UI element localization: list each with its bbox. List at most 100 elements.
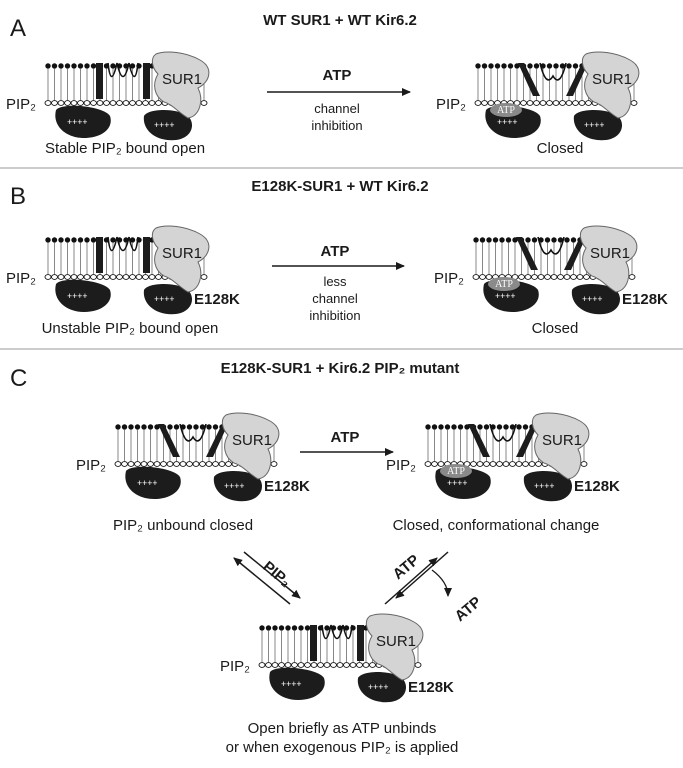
lipid-head-pip2 bbox=[476, 461, 484, 467]
lipid-head bbox=[531, 237, 538, 243]
lipid-head bbox=[128, 424, 134, 430]
lipid-head-pip2 bbox=[343, 662, 350, 668]
lipid-head bbox=[514, 63, 520, 69]
selectivity-loop bbox=[107, 236, 139, 252]
pore-helix-left bbox=[516, 237, 538, 270]
lipid-head-pip2 bbox=[64, 100, 71, 106]
panel-a-left-caption: Stable PIP₂ bound open bbox=[45, 140, 205, 157]
lipid-head-pip2 bbox=[479, 274, 486, 280]
pore-helix-right bbox=[206, 424, 228, 457]
panel-b-arrow-note-3: inhibition bbox=[309, 308, 360, 323]
lipid-head-pip2 bbox=[116, 100, 123, 106]
lipid-head-pip2 bbox=[496, 461, 503, 467]
e128k-label: E128K bbox=[264, 478, 310, 495]
panel-c-bottom-caption-2: or when exogenous PIP₂ is applied bbox=[226, 739, 459, 756]
lipid-head bbox=[522, 424, 529, 430]
positive-charges-left: ++++ bbox=[137, 478, 158, 488]
lipid-head-pip2 bbox=[51, 274, 58, 280]
lipid-head-pip2 bbox=[116, 274, 123, 280]
lipid-head-pip2 bbox=[483, 461, 490, 467]
panel-a-title: WT SUR1 + WT Kir6.2 bbox=[263, 12, 417, 29]
panel-c-arrow-to-unbound bbox=[233, 557, 291, 605]
lipid-head-pip2 bbox=[323, 662, 331, 668]
lipid-head-pip2 bbox=[129, 100, 136, 106]
lipid-head bbox=[199, 424, 206, 430]
positive-charges-right: ++++ bbox=[582, 294, 603, 304]
cytoplasmic-domain-right bbox=[357, 672, 406, 703]
panel-c-letter: C bbox=[10, 365, 27, 392]
lipid-head bbox=[492, 237, 499, 243]
lipid-head bbox=[444, 424, 451, 430]
lipid-head bbox=[533, 63, 540, 69]
lipid-head-pip2 bbox=[148, 100, 156, 106]
lipid-head bbox=[546, 63, 553, 69]
panel-b-arrow-note-1: less bbox=[323, 274, 347, 289]
lipid-head-pip2 bbox=[557, 274, 564, 280]
lipid-head-pip2 bbox=[142, 274, 149, 280]
panel-c-atp-arrow-label-2: ATP bbox=[452, 593, 485, 625]
pore-helix-right bbox=[566, 63, 588, 96]
lipid-head bbox=[464, 424, 470, 430]
lipid-head bbox=[285, 625, 291, 631]
lipid-head-pip2 bbox=[362, 662, 370, 668]
pip2-label: PIP₂ bbox=[220, 658, 250, 675]
lipid-head bbox=[259, 625, 265, 631]
panel-b-left-caption: Unstable PIP₂ bound open bbox=[42, 320, 219, 337]
lipid-head bbox=[566, 63, 572, 69]
pore-helix-right bbox=[143, 63, 150, 99]
lipid-head bbox=[509, 424, 516, 430]
lipid-head-pip2 bbox=[265, 662, 272, 668]
lipid-head-pip2 bbox=[122, 274, 130, 280]
e128k-label: E128K bbox=[194, 291, 240, 308]
lipid-head-pip2 bbox=[212, 461, 219, 467]
positive-charges-left: ++++ bbox=[495, 291, 516, 301]
cytoplasmic-domain-left bbox=[55, 279, 111, 312]
selectivity-loop bbox=[321, 624, 353, 640]
lipid-head-pip2 bbox=[44, 274, 52, 280]
lipid-head bbox=[64, 63, 71, 69]
lipid-head-pip2 bbox=[474, 100, 482, 106]
lipid-head-pip2 bbox=[531, 274, 538, 280]
lipid-head-pip2 bbox=[470, 461, 477, 467]
positive-charges-right: ++++ bbox=[368, 682, 389, 692]
lipid-head-pip2 bbox=[414, 662, 422, 668]
lipid-head bbox=[71, 63, 77, 69]
lipid-head-pip2 bbox=[44, 100, 52, 106]
lipid-head bbox=[90, 63, 97, 69]
positive-charges-right: ++++ bbox=[154, 294, 175, 304]
lipid-head-pip2 bbox=[77, 274, 84, 280]
lipid-head-pip2 bbox=[142, 100, 149, 106]
lipid-head-pip2 bbox=[179, 461, 187, 467]
lipid-head bbox=[272, 625, 278, 631]
lipid-head bbox=[212, 424, 219, 430]
panel-a-letter: A bbox=[10, 15, 26, 42]
cytoplasmic-domain-right bbox=[143, 110, 192, 141]
lipid-head-pip2 bbox=[630, 100, 638, 106]
cytoplasmic-domain-right bbox=[523, 471, 572, 502]
lipid-head-pip2 bbox=[578, 100, 586, 106]
lipid-head-pip2 bbox=[205, 461, 213, 467]
lipid-head-pip2 bbox=[583, 274, 590, 280]
lipid-head-pip2 bbox=[515, 461, 523, 467]
lipid-head bbox=[71, 237, 77, 243]
sur1-subunit bbox=[221, 412, 280, 480]
lipid-head-pip2 bbox=[518, 274, 525, 280]
lipid-head bbox=[77, 63, 84, 69]
lipid-head bbox=[483, 424, 490, 430]
lipid-head-pip2 bbox=[297, 662, 305, 668]
lipid-head bbox=[499, 237, 505, 243]
lipid-head-pip2 bbox=[291, 662, 298, 668]
panel-c-arrow-pip2-binding bbox=[243, 551, 301, 599]
positive-charges-left: ++++ bbox=[447, 478, 468, 488]
pore-helix-left bbox=[96, 63, 103, 99]
pore-helix-left bbox=[158, 424, 180, 457]
lipid-head-pip2 bbox=[83, 274, 91, 280]
lipid-head bbox=[265, 625, 272, 631]
lipid-head bbox=[516, 424, 522, 430]
lipid-head-pip2 bbox=[537, 274, 545, 280]
lipid-head-pip2 bbox=[155, 100, 162, 106]
lipid-head-pip2 bbox=[424, 461, 432, 467]
e128k-label: E128K bbox=[408, 679, 454, 696]
